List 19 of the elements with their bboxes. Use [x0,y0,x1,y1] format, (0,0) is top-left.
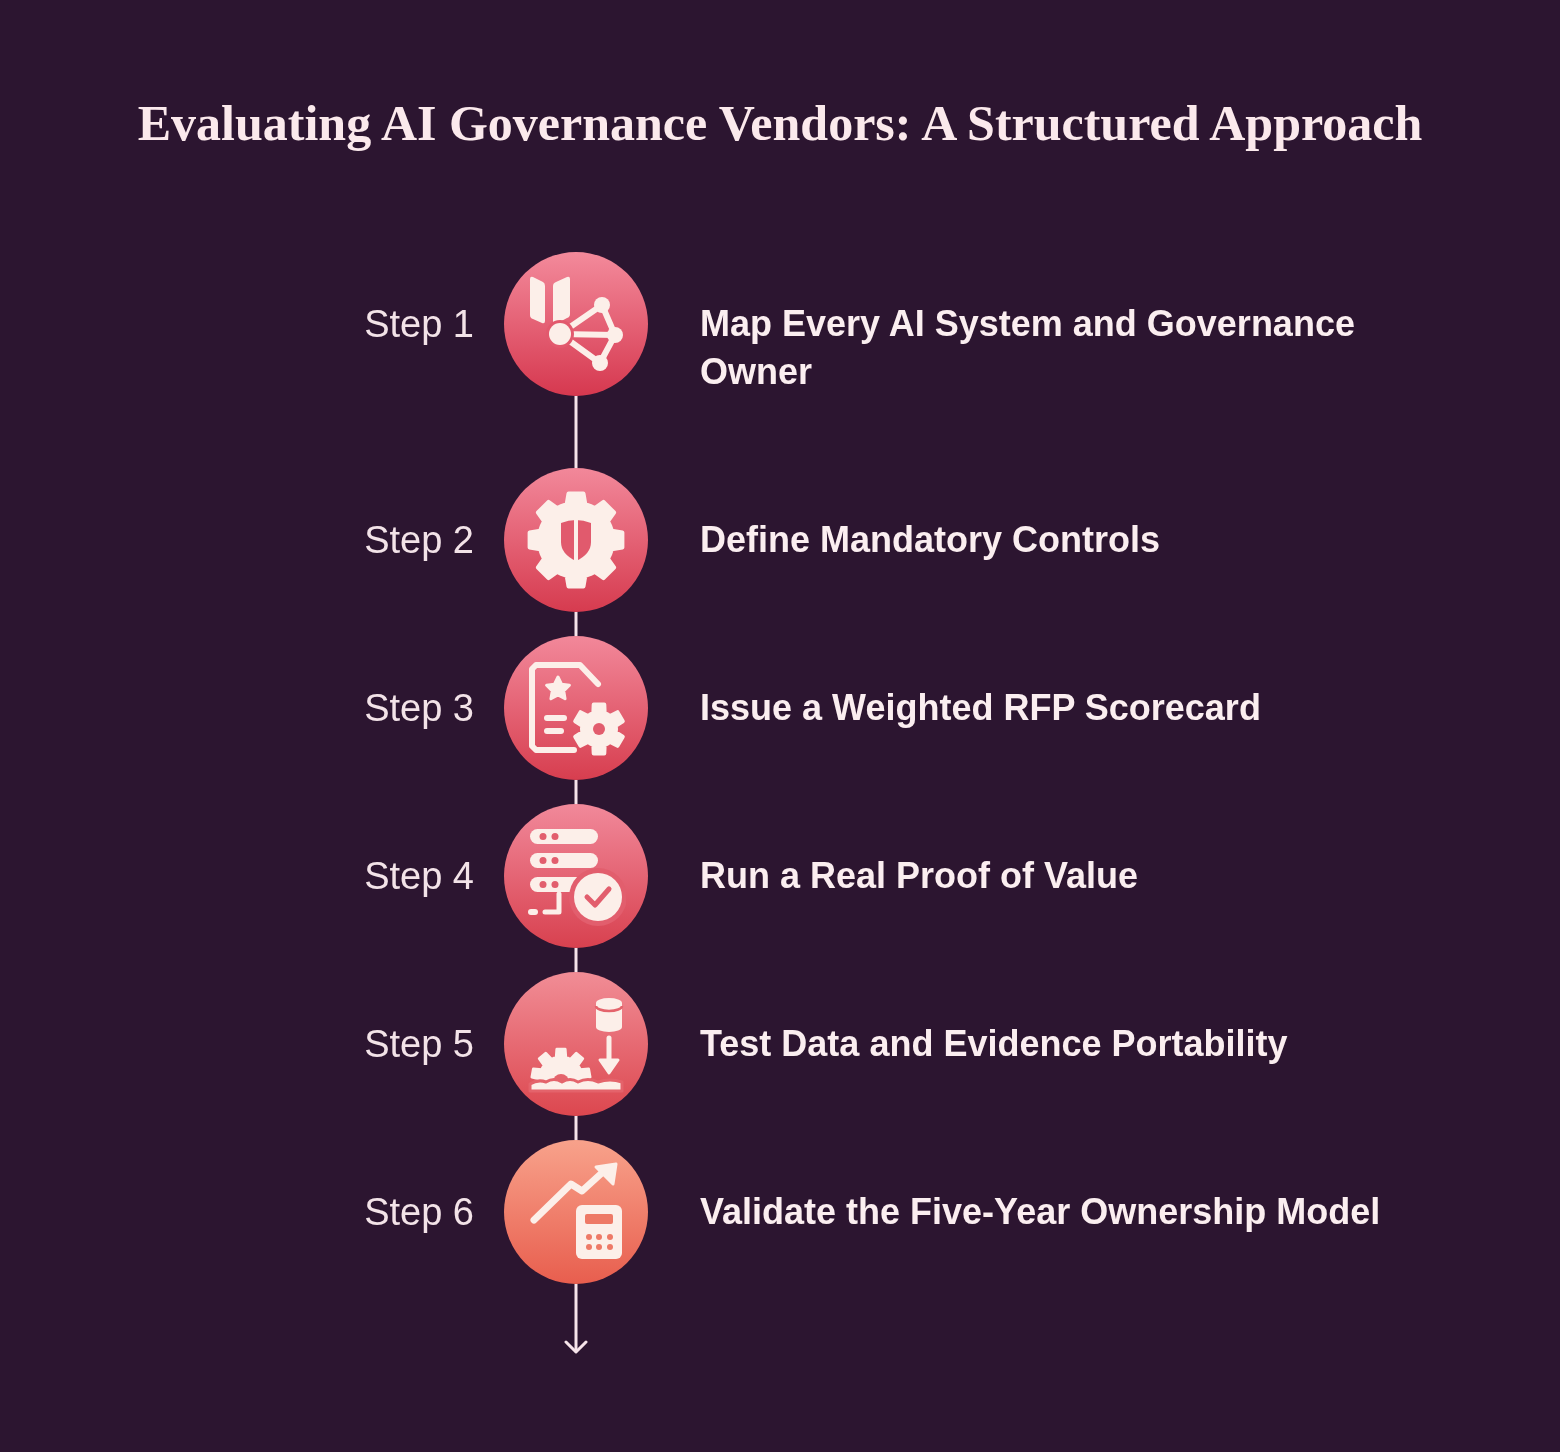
step-label: Step 6 [364,1190,474,1235]
connector-line [574,396,578,468]
step-label: Step 3 [364,686,474,731]
diagram-title: Evaluating AI Governance Vendors: A Structured Approach [137,94,1423,153]
step-title: Run a Real Proof of Value [700,854,1139,898]
step-label: Step 4 [364,854,474,899]
step-title: Issue a Weighted RFP Scorecard [700,686,1261,730]
step-label: Step 1 [364,302,474,347]
step-label: Step 5 [364,1022,474,1067]
connector-line [574,780,578,804]
connector-line [574,948,578,972]
connector-line [574,1116,578,1140]
step-label: Step 2 [364,518,474,563]
step-title: Map Every AI System and Governance Owner [700,302,1356,394]
step-title: Test Data and Evidence Portability [700,1022,1288,1066]
connector-line [574,612,578,636]
step-title: Validate the Five-Year Ownership Model [700,1190,1381,1234]
arrow [564,1284,588,1354]
step-title: Define Mandatory Controls [700,518,1161,562]
